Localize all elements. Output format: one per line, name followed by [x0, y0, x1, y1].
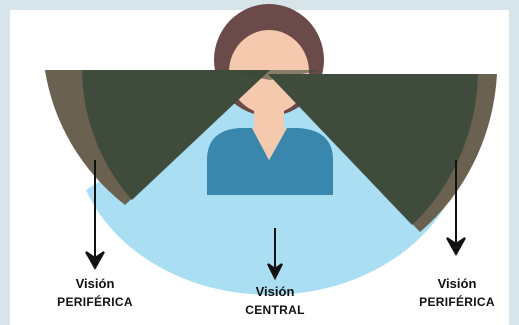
label-peripheral-right: Visión PERIFÉRICA [402, 275, 512, 311]
label-peripheral-left-line2: PERIFÉRICA [40, 293, 150, 311]
label-central-line1: Visión [220, 283, 330, 301]
label-central-line2: CENTRAL [220, 301, 330, 319]
label-peripheral-right-line1: Visión [402, 275, 512, 293]
label-peripheral-left-line1: Visión [40, 275, 150, 293]
label-central: Visión CENTRAL [220, 283, 330, 319]
label-peripheral-left: Visión PERIFÉRICA [40, 275, 150, 311]
label-peripheral-right-line2: PERIFÉRICA [402, 293, 512, 311]
